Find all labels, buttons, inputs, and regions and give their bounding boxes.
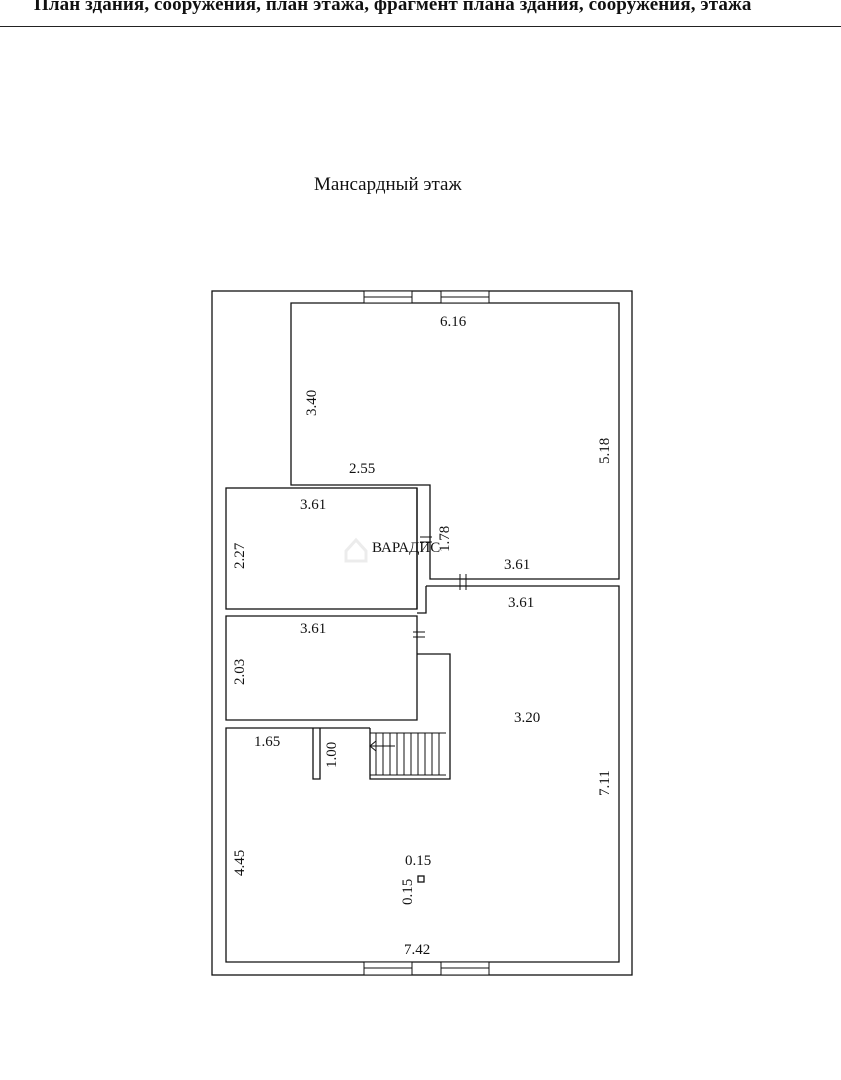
dim-column-depth: 0.15 <box>400 879 416 905</box>
document-header: План здания, сооружения, план этажа, фра… <box>0 0 841 27</box>
outer-wall <box>211 290 633 976</box>
header-text: План здания, сооружения, план этажа, фра… <box>34 0 752 15</box>
doors <box>413 536 467 638</box>
stair-enclosure <box>369 653 451 780</box>
window-bottom-right <box>440 961 490 976</box>
stairs <box>369 732 446 776</box>
dim-bottom-room-top-width: 3.61 <box>508 595 534 611</box>
bottom-room-wall <box>225 585 620 963</box>
dim-bottom-room-width: 7.42 <box>404 942 430 958</box>
dim-corridor-length: 1.78 <box>437 526 453 552</box>
dim-room-a-height: 2.27 <box>232 542 248 569</box>
dim-top-room-step-width: 2.55 <box>349 461 375 477</box>
dim-column-width: 0.15 <box>405 853 431 869</box>
dim-room-b-width: 3.61 <box>300 621 326 637</box>
corridor-step <box>417 586 427 614</box>
watermark-house-icon <box>344 537 368 563</box>
watermark: ВАРАДИС <box>344 537 440 563</box>
dim-room-a-width: 3.61 <box>300 497 326 513</box>
windows <box>363 290 490 976</box>
dim-bottom-room-right-height: 7.11 <box>597 770 613 796</box>
dim-top-room-right-height: 5.18 <box>597 438 613 464</box>
column <box>417 875 425 883</box>
dim-closet-depth: 1.00 <box>324 742 340 768</box>
window-top-right <box>440 290 490 304</box>
dim-closet-width: 1.65 <box>254 734 280 750</box>
dim-bottom-room-inner: 3.20 <box>514 710 540 726</box>
dimension-labels: 6.16 3.40 5.18 2.55 3.61 2.27 1.78 3.61 … <box>232 314 613 958</box>
window-top-left <box>363 290 413 304</box>
dim-top-room-bottom-width: 3.61 <box>504 557 530 573</box>
watermark-text: ВАРАДИС <box>372 540 440 556</box>
window-bottom-left <box>363 961 413 976</box>
dim-room-b-height: 2.03 <box>232 659 248 685</box>
dim-top-room-width: 6.16 <box>440 314 467 330</box>
top-room-wall <box>290 302 620 580</box>
dim-top-room-left-height: 3.40 <box>304 390 320 416</box>
floor-title: Мансардный этаж <box>314 174 462 195</box>
closet-partition <box>312 728 321 780</box>
room-b-wall <box>225 615 418 721</box>
dim-bottom-room-left-height: 4.45 <box>232 850 248 876</box>
